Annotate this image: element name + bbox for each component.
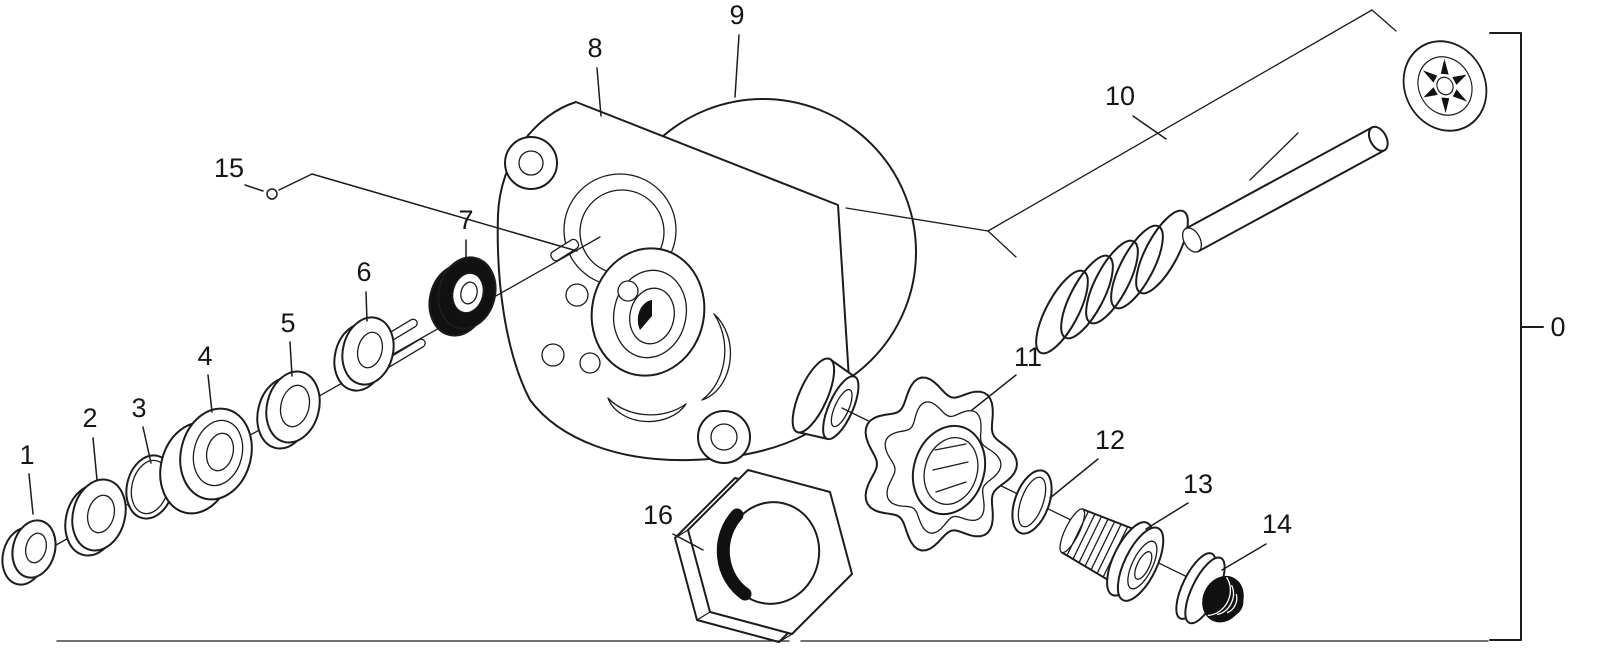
part-label-5: 5 — [280, 308, 295, 338]
part-label-16: 16 — [643, 500, 673, 530]
part-label-3: 3 — [131, 393, 146, 423]
spring — [1035, 209, 1189, 355]
bore-shadow — [637, 300, 652, 330]
part-label-11: 11 — [1014, 342, 1042, 372]
part-label-4: 4 — [197, 341, 212, 371]
part-label-1: 1 — [19, 440, 34, 470]
group-bracket — [1489, 32, 1522, 641]
part-15-pin — [550, 238, 580, 262]
part-7-seal — [428, 256, 497, 337]
star-teeth — [1422, 58, 1468, 114]
part-6-washer — [333, 316, 395, 392]
part-labels: 1 2 3 4 5 6 7 8 9 10 11 12 13 14 15 16 0 — [19, 0, 1565, 539]
part-label-10: 10 — [1105, 81, 1135, 111]
nut-bore-shadow — [716, 508, 752, 601]
cap-dome — [1202, 575, 1244, 623]
part-13-threaded-plug — [1059, 508, 1165, 602]
part-2-washer — [64, 478, 127, 557]
part-12-o-ring — [1011, 469, 1053, 535]
outlet-boss — [791, 357, 860, 441]
part-label-9: 9 — [729, 0, 744, 30]
part-8-housing — [496, 101, 860, 464]
pin — [1181, 125, 1389, 253]
part-label-14: 14 — [1262, 509, 1292, 539]
part-14-cap — [1175, 552, 1244, 625]
part-4-gland — [159, 407, 253, 515]
part-label-8: 8 — [587, 33, 602, 63]
part-16-hex-nut — [674, 469, 853, 643]
leader-15-eyelet — [266, 188, 278, 200]
part-5-ring — [256, 370, 321, 450]
star-lock-washer — [1402, 40, 1488, 132]
diagram-art — [1, 9, 1544, 643]
part-1-seal — [1, 519, 57, 586]
leader-lines — [28, 34, 1267, 571]
part-label-7: 7 — [458, 205, 473, 235]
part-label-12: 12 — [1095, 425, 1125, 455]
part-label-0: 0 — [1550, 312, 1565, 342]
part-11-knob — [864, 376, 1018, 552]
part-10-group — [845, 9, 1488, 355]
part-label-13: 13 — [1183, 469, 1213, 499]
part-label-2: 2 — [82, 403, 97, 433]
part-label-6: 6 — [356, 257, 371, 287]
part-label-15: 15 — [214, 153, 244, 183]
